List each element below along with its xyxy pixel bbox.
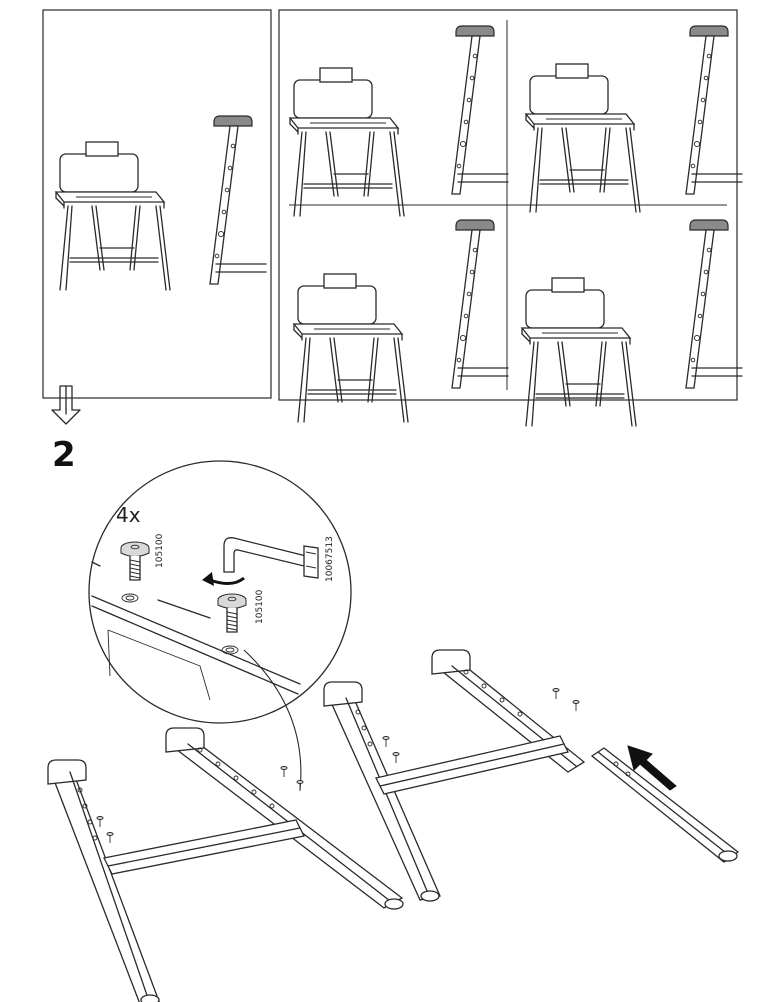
height-options-panel: [278, 9, 743, 427]
height-option-3: [293, 219, 509, 423]
height-option-2: [525, 25, 743, 213]
continue-arrow-icon: [51, 385, 81, 425]
leg-height-illustration: [209, 115, 267, 285]
push-arrow-icon: [627, 745, 677, 791]
bolt-part-number-2: 105100: [255, 589, 265, 624]
rotate-arrow-icon: [202, 572, 245, 586]
desk-illustration: [55, 141, 171, 291]
pre-drilled-holes: [77, 747, 275, 841]
bolt-part-number: 105100: [155, 533, 165, 568]
left-leg-frame: [47, 727, 404, 1002]
loose-stretcher-bar: [590, 747, 740, 863]
overview-panel-left: [42, 9, 272, 399]
key-part-number: 10067513: [325, 536, 335, 582]
allen-key-icon: [223, 537, 319, 579]
quantity-label: 4x: [116, 503, 141, 527]
right-leg-frame: [323, 649, 740, 902]
height-option-4: [521, 219, 743, 427]
detail-callout: 4x 105100 105100 10067513: [88, 460, 352, 724]
step-number: 2: [52, 435, 76, 475]
height-option-1: [289, 25, 509, 217]
